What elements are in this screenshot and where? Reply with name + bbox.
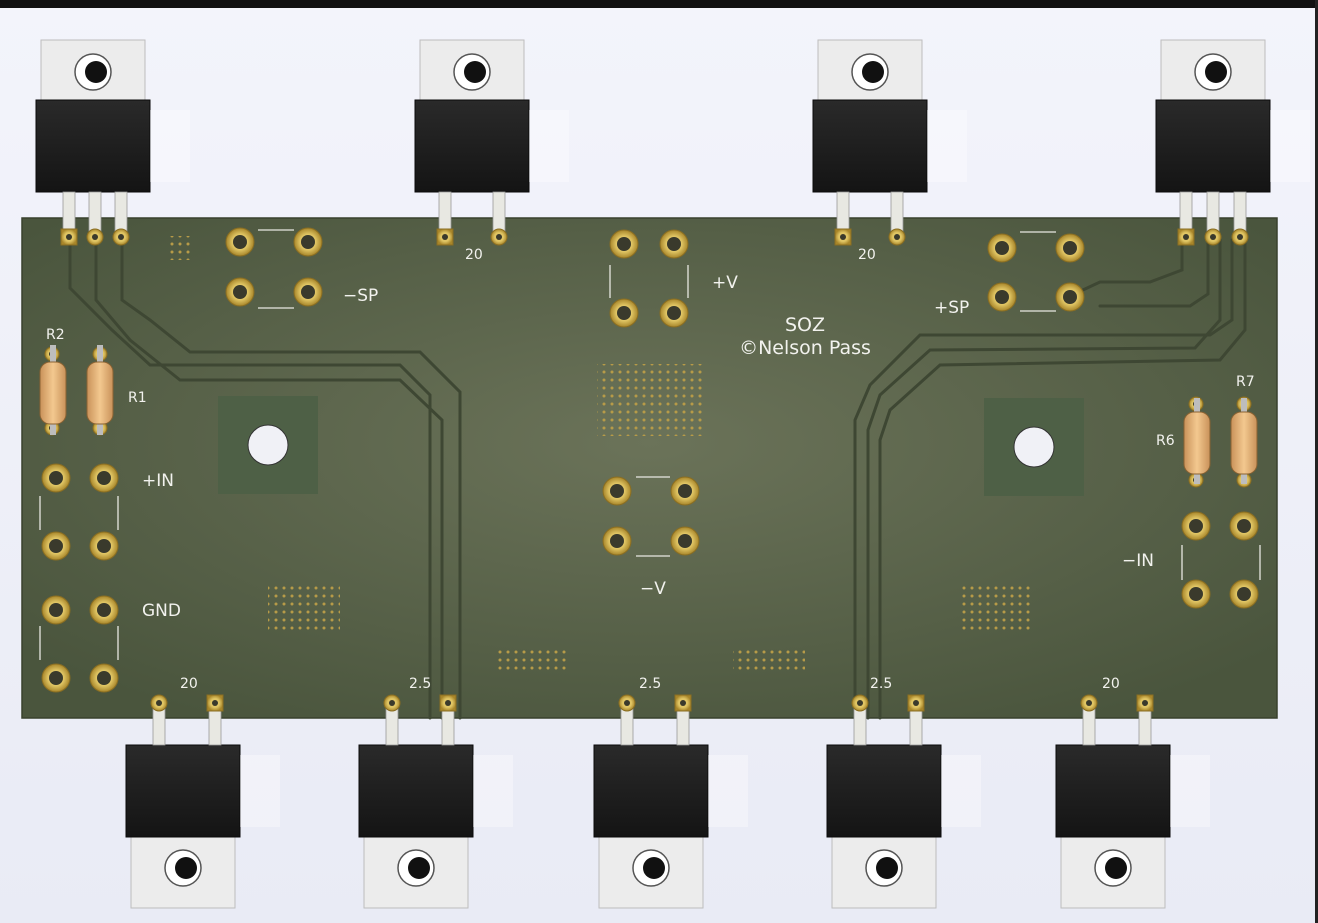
through-hole-pad — [1229, 579, 1259, 609]
pcb-board — [21, 217, 1278, 719]
through-hole-pad — [1181, 511, 1211, 541]
label-bottom-resistor-2: 2.5 — [409, 676, 431, 692]
label-top-resistor-1: 20 — [465, 247, 483, 263]
package-group-top — [35, 39, 1310, 246]
through-hole-pad — [670, 526, 700, 556]
pad-group — [41, 227, 1259, 693]
silkscreen-outlines — [39, 229, 1261, 660]
label-bottom-resistor-1: 20 — [180, 676, 198, 692]
package-group-bottom — [125, 694, 1210, 909]
power-resistor-bottom-4 — [826, 694, 981, 909]
via-array — [497, 650, 569, 672]
resistor-r1 — [86, 345, 114, 435]
label-r2: R2 — [46, 327, 65, 343]
through-hole-pad — [602, 476, 632, 506]
via-array — [268, 582, 340, 632]
through-hole-pad — [1055, 233, 1085, 263]
through-hole-pad — [1055, 282, 1085, 312]
label-minus-in: −IN — [1122, 551, 1154, 571]
through-hole-pad — [41, 531, 71, 561]
mounting-hole-right — [1013, 426, 1055, 468]
through-hole-pad — [602, 526, 632, 556]
resistor-r7 — [1230, 398, 1258, 484]
through-hole-pad — [89, 595, 119, 625]
through-hole-pad — [89, 531, 119, 561]
through-hole-pad — [225, 277, 255, 307]
power-resistor-bottom-5 — [1055, 694, 1210, 909]
power-resistor-bottom-1 — [125, 694, 280, 909]
resistor-r2 — [39, 345, 67, 435]
label-bottom-resistor-5: 20 — [1102, 676, 1120, 692]
through-hole-pad — [89, 663, 119, 693]
via-array — [962, 582, 1032, 634]
through-hole-pad — [659, 298, 689, 328]
top-border — [0, 0, 1318, 8]
through-hole-pad — [293, 227, 323, 257]
label-plus-sp: +SP — [934, 298, 969, 318]
through-hole-pad — [293, 277, 323, 307]
through-hole-pad — [41, 663, 71, 693]
label-r6: R6 — [1156, 433, 1175, 449]
power-resistor-bottom-3 — [593, 694, 748, 909]
board-title: SOZ — [785, 314, 825, 336]
through-hole-pad — [41, 463, 71, 493]
transistor-q2 — [1155, 39, 1310, 246]
label-minus-sp: −SP — [343, 286, 378, 306]
through-hole-pad — [225, 227, 255, 257]
label-plus-in: +IN — [142, 471, 174, 491]
through-hole-pad — [41, 595, 71, 625]
via-array — [168, 236, 194, 260]
via-array — [733, 650, 805, 672]
via-array — [597, 364, 705, 436]
mounting-hole-left — [247, 424, 289, 466]
through-hole-pad — [987, 282, 1017, 312]
resistor-r6 — [1183, 398, 1211, 484]
board-copyright: ©Nelson Pass — [739, 337, 871, 359]
through-hole-pad — [89, 463, 119, 493]
label-bottom-resistor-4: 2.5 — [870, 676, 892, 692]
label-bottom-resistor-3: 2.5 — [639, 676, 661, 692]
power-resistor-top-1 — [414, 39, 569, 246]
through-hole-pad — [609, 298, 639, 328]
power-resistor-bottom-2 — [358, 694, 513, 909]
transistor-q1 — [35, 39, 190, 246]
through-hole-pad — [670, 476, 700, 506]
through-hole-pad — [1229, 511, 1259, 541]
label-plus-v: +V — [712, 273, 738, 293]
label-top-resistor-2: 20 — [858, 247, 876, 263]
power-resistor-top-2 — [812, 39, 967, 246]
label-r7: R7 — [1236, 374, 1255, 390]
right-border — [1315, 0, 1318, 923]
through-hole-pad — [987, 233, 1017, 263]
through-hole-pad — [609, 229, 639, 259]
label-gnd: GND — [142, 601, 181, 621]
through-hole-pad — [1181, 579, 1211, 609]
label-r1: R1 — [128, 390, 147, 406]
copper-traces — [68, 236, 1247, 720]
through-hole-pad — [659, 229, 689, 259]
label-minus-v: −V — [640, 579, 666, 599]
